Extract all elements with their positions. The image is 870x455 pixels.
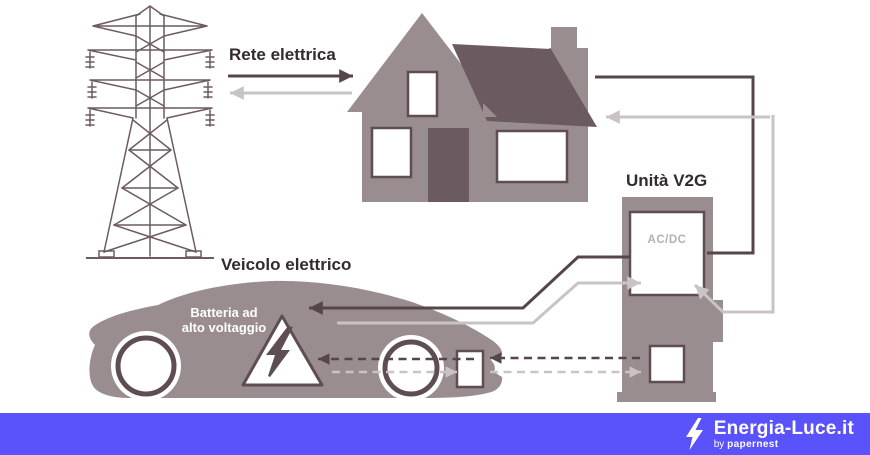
arrow-unit-to-car-dark	[309, 255, 630, 315]
v2g-unit-screen	[628, 210, 706, 297]
house-gable	[347, 13, 498, 112]
house-window-left	[370, 126, 413, 179]
brand-text: Energia-Luce.it by papernest	[713, 417, 854, 450]
brand-byline: by papernest	[714, 439, 854, 450]
acdc-converter-label: AC/DC	[647, 234, 687, 246]
house-illustration	[347, 13, 597, 202]
v2g-unit-illustration	[617, 197, 723, 402]
house-roof	[452, 44, 597, 127]
line-house-to-unit-dark	[595, 75, 755, 255]
car-front-wheel	[115, 335, 177, 397]
v2g-unit-socket	[648, 344, 686, 384]
battery-label-line1: Batteria ad	[190, 305, 258, 320]
arrow-car-to-unit-light	[337, 276, 641, 325]
v2g-unit-base	[617, 392, 716, 402]
v2g-unit-label: Unità V2G	[626, 171, 708, 190]
grid-label: Rete elettrica	[229, 45, 336, 64]
brand-name: Energia-Luce.it	[713, 417, 854, 439]
house-door	[428, 128, 469, 202]
arrow-into-unit-corner	[693, 115, 775, 314]
house-window-right	[495, 129, 569, 184]
byline-name: papernest	[727, 438, 779, 450]
house-roof-notch	[483, 103, 497, 117]
battery-label: Batteria ad alto voltaggio	[160, 305, 288, 335]
house-window-upper	[406, 70, 439, 118]
brand-lightning-icon	[685, 418, 703, 450]
pylon-illustration	[85, 5, 215, 259]
car-illustration	[89, 280, 503, 401]
vehicle-label: Veicolo elettrico	[221, 255, 352, 274]
brand-lockup: Energia-Luce.it by papernest	[685, 417, 854, 450]
brand-footer-bar: Energia-Luce.it by papernest	[0, 413, 870, 455]
car-charge-port	[455, 349, 485, 389]
car-rear-wheel	[382, 339, 440, 397]
byline-prefix: by	[713, 438, 725, 450]
lightning-bolt-icon	[266, 326, 293, 377]
v2g-unit-holster	[712, 300, 723, 342]
battery-label-line2: alto voltaggio	[181, 320, 267, 335]
